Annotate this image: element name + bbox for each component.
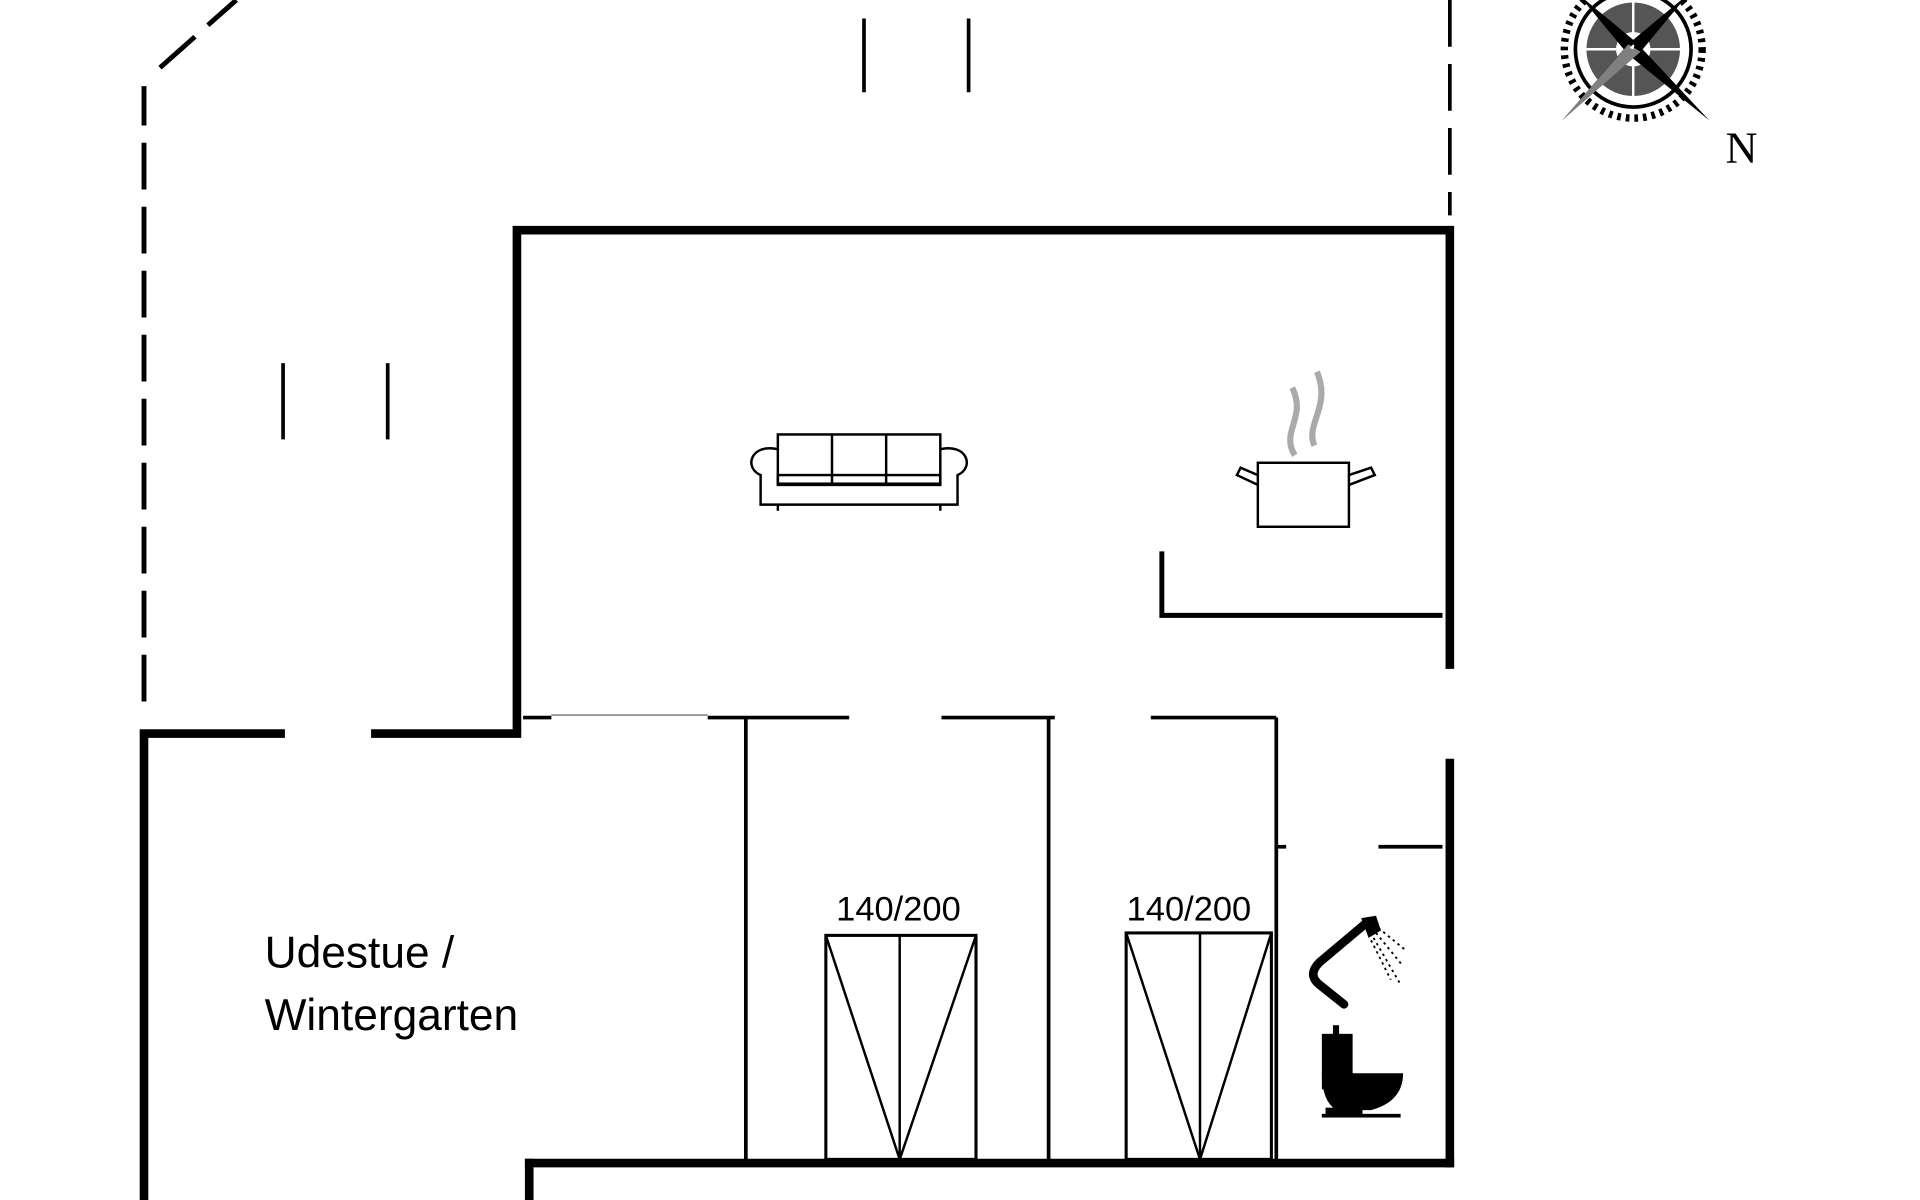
room-label-wintergarten: Wintergarten bbox=[265, 991, 519, 1040]
compass-north-label: N bbox=[1726, 123, 1758, 172]
exterior-walls bbox=[139, 225, 1455, 1200]
toilet-icon bbox=[1321, 1025, 1404, 1118]
sofa-icon bbox=[750, 433, 968, 511]
cooking-pot-icon bbox=[1235, 370, 1377, 528]
room-label-udestue: Udestue / bbox=[265, 928, 455, 977]
interior-walls bbox=[523, 551, 1443, 1164]
terrace-outline bbox=[141, 0, 1452, 702]
shower-icon bbox=[1308, 915, 1407, 1009]
bed-2: 140/200 bbox=[1124, 891, 1273, 1164]
bed-size-label: 140/200 bbox=[836, 891, 961, 929]
bed-size-label: 140/200 bbox=[1127, 891, 1252, 929]
bed-1: 140/200 bbox=[824, 891, 978, 1164]
compass-rose-icon bbox=[1560, 0, 1710, 122]
